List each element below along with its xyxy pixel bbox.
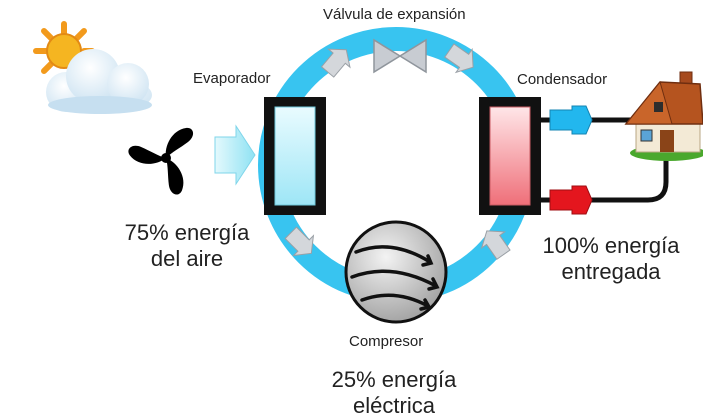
hot-pipe-connector — [549, 185, 593, 215]
fan-icon — [128, 127, 194, 195]
air-energy-line1: 75% energía — [124, 220, 250, 245]
delivered-energy-text: 100% energía entregada — [526, 233, 696, 285]
delivered-energy-line2: entregada — [561, 259, 661, 284]
compressor-label: Compresor — [349, 333, 424, 350]
electric-energy-line1: 25% energía — [331, 367, 457, 392]
evaporator-label: Evaporador — [193, 70, 271, 87]
flow-arrow-icon — [320, 48, 351, 78]
house-icon — [624, 71, 703, 161]
expansion-valve-label: Válvula de expansión — [323, 6, 466, 23]
air-energy-line2: del aire — [150, 246, 224, 271]
cold-pipe-connector — [549, 105, 593, 135]
flow-arrow-icon — [480, 230, 511, 260]
flow-arrow-icon — [444, 43, 474, 74]
evaporator-unit — [264, 97, 326, 215]
air-flow-arrow-icon — [214, 124, 256, 186]
electric-energy-line2: eléctrica — [353, 393, 435, 418]
air-energy-text: 75% energía del aire — [112, 220, 262, 272]
sun-cloud-icon — [33, 21, 152, 114]
delivered-energy-line1: 100% energía — [542, 233, 680, 258]
condenser-unit — [479, 97, 541, 215]
flow-arrow-icon — [284, 226, 315, 257]
condenser-label: Condensador — [517, 71, 608, 88]
compressor-icon — [344, 220, 448, 324]
expansion-valve-icon — [373, 38, 427, 74]
electric-energy-text: 25% energía eléctrica — [319, 367, 469, 419]
